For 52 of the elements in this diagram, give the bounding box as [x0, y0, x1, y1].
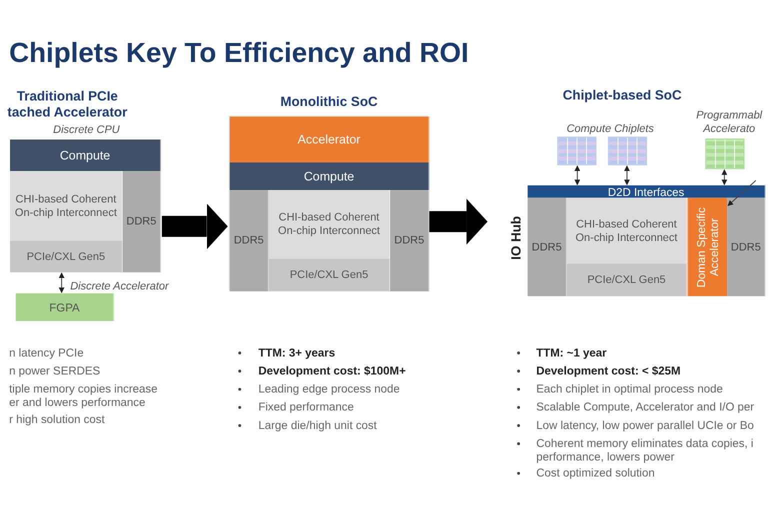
slide-title: Chiplets Key To Efficiency and ROI: [9, 38, 469, 70]
memory-block: DDR5: [390, 190, 430, 292]
interconnect-block: CHI-based Coherent On-chip Interconnect: [10, 171, 123, 241]
io-block: PCIe/CXL Gen5: [268, 258, 390, 292]
chiplet-drawing: [557, 136, 596, 166]
compute-block: Compute: [10, 140, 161, 172]
bullet-text: TTM: ~1 year: [536, 346, 608, 360]
bullet-text: Each chiplet in optimal process node: [536, 382, 724, 396]
block-arrow: [429, 198, 488, 245]
bullet-text: Large die/high unit cost: [258, 418, 378, 432]
accelerator-block: Doman Specific Accelerator: [687, 198, 728, 296]
bullet-text: n power SERDES: [9, 364, 102, 378]
bullet-text: n latency PCIe: [9, 346, 85, 360]
arrow: [574, 165, 580, 186]
chip-outline: [228, 116, 428, 290]
memory-block: DDR5: [528, 198, 567, 296]
arrow: [58, 272, 64, 294]
bullet-text: Leading edge process node: [258, 382, 401, 396]
bullet-text: Development cost: $100M+: [258, 364, 407, 378]
chip-caption: IO Hub: [508, 214, 524, 262]
bullet-text: TTM: 3+ years: [258, 346, 336, 360]
accelerator-block: Accelerator: [230, 116, 430, 162]
interface-bar: D2D Interfaces: [528, 185, 766, 198]
bullet-text: Development cost: < $25M: [536, 364, 682, 378]
interconnect-block: CHI-based Coherent On-chip Interconnect: [268, 190, 390, 259]
node-caption: Discrete Accelerator: [70, 280, 170, 294]
chip-caption: Discrete CPU: [52, 123, 121, 138]
chiplet-drawing: [705, 138, 744, 170]
panel-heading: Monolithic SoC: [279, 94, 379, 110]
panel-heading: Traditional PCIe tached Accelerator: [6, 88, 128, 120]
bullet-text: r high solution cost: [9, 412, 106, 426]
bullet-text: Fixed performance: [258, 400, 355, 414]
arrow: [722, 169, 728, 186]
chiplet-caption: Compute Chiplets: [566, 122, 655, 136]
chiplet-drawing: [608, 136, 648, 166]
node-caption: Programmabl Accelerato: [695, 108, 764, 136]
bullet-text: tiple memory copies increase er and lowers performance: [9, 382, 158, 409]
bullet-text: Coherent memory eliminates data copies, i performance, lowers power: [536, 436, 754, 464]
io-block: PCIe/CXL Gen5: [566, 264, 688, 296]
fpga-block: FGPA: [16, 293, 114, 321]
memory-block: DDR5: [230, 190, 269, 292]
bullet-text: Scalable Compute, Accelerator and I/O per: [536, 400, 756, 414]
bullet-text: Cost optimized solution: [536, 466, 656, 480]
memory-block: DDR5: [727, 198, 766, 296]
io-block: PCIe/CXL Gen5: [10, 240, 123, 272]
interconnect-block: CHI-based Coherent On-chip Interconnect: [566, 198, 688, 264]
compute-block: Compute: [230, 162, 430, 190]
arrow: [624, 165, 630, 186]
memory-block: DDR5: [122, 171, 161, 272]
panel-heading: Chiplet-based SoC: [562, 87, 683, 104]
block-arrow: [162, 204, 228, 250]
bullet-text: Low latency, low power parallel UCIe or Bo: [536, 418, 755, 432]
